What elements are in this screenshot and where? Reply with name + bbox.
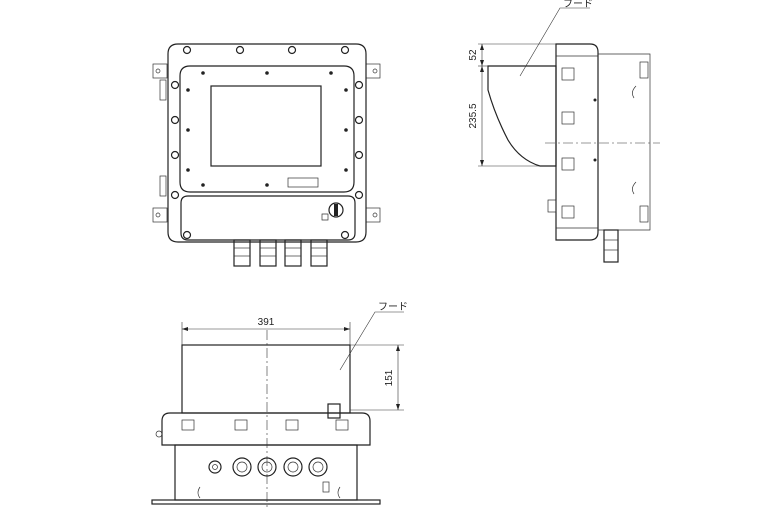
terminal-cover bbox=[180, 195, 356, 241]
side-dim-hood-height: 235.5 bbox=[468, 103, 479, 128]
bottom-hood-leader bbox=[339, 311, 404, 371]
hinge-lower bbox=[159, 175, 167, 197]
side-hood bbox=[487, 65, 557, 167]
side-mount-plate bbox=[598, 53, 651, 231]
bottom-view: 391 151 フード bbox=[151, 302, 408, 509]
lcd-screen bbox=[210, 85, 322, 167]
side-hood-leader bbox=[519, 7, 590, 77]
bottom-key-housing bbox=[327, 403, 341, 419]
mount-bracket-top-left bbox=[152, 63, 168, 79]
panel-screws bbox=[186, 71, 348, 187]
bottom-body bbox=[174, 444, 358, 501]
bottom-hood bbox=[181, 344, 351, 414]
front-view bbox=[152, 43, 381, 267]
side-cable-gland bbox=[603, 229, 619, 263]
bottom-glands bbox=[208, 457, 328, 477]
side-view: 52 235.5 フード bbox=[468, 0, 660, 263]
hinge-upper bbox=[159, 79, 167, 101]
key-switch bbox=[328, 202, 344, 218]
bottom-hood-label: フード bbox=[378, 302, 408, 313]
side-dim-top: 52 bbox=[468, 49, 479, 61]
cable-glands bbox=[233, 239, 328, 267]
nameplate bbox=[287, 177, 319, 188]
mount-bracket-bottom-left bbox=[152, 207, 168, 223]
side-hood-label: フード bbox=[563, 0, 593, 10]
perimeter-bolts bbox=[170, 45, 364, 240]
bottom-dim-hood-depth: 151 bbox=[384, 369, 395, 386]
bottom-dim-width: 391 bbox=[258, 317, 275, 328]
bottom-mount-plate bbox=[151, 499, 381, 505]
bottom-body-top bbox=[161, 412, 371, 446]
display-panel bbox=[179, 65, 355, 193]
enclosure-outline bbox=[167, 43, 367, 243]
side-body bbox=[555, 43, 599, 241]
